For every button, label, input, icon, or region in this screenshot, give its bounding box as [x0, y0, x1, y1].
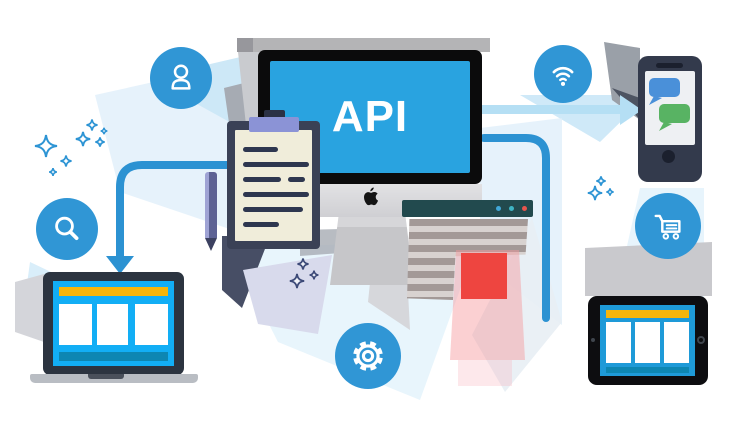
doc-line [288, 177, 305, 182]
gear-node [335, 323, 401, 389]
wifi-icon [552, 66, 574, 86]
monitor-stand [330, 217, 414, 285]
tablet-header-bar [606, 310, 689, 318]
laptop-hinge [88, 374, 124, 379]
tablet-side-dot [591, 338, 595, 342]
user-icon [171, 64, 191, 90]
api-label: API [331, 92, 409, 141]
laptop-header-bar [59, 287, 168, 296]
doc-line [243, 222, 279, 227]
doc-line [243, 147, 278, 152]
chevron-right-icon [620, 95, 642, 125]
laptop-panel [59, 304, 92, 345]
connector-right-line [480, 134, 550, 322]
scanner-dot-teal [509, 206, 514, 211]
clipboard-clip [249, 117, 299, 132]
tablet-panel [664, 322, 689, 363]
monitor-screen: API [270, 61, 470, 173]
scanner-laser-square [461, 253, 507, 299]
apple-logo-icon [363, 187, 378, 206]
laptop-footer-bar [59, 352, 168, 361]
scanner-dot-blue [496, 206, 501, 211]
sparkle-cluster-right [588, 176, 614, 200]
laptop-panel [97, 304, 128, 345]
monitor-shadow-band [237, 38, 490, 52]
connector-left-line [116, 161, 236, 260]
scanner-dot-red [522, 206, 527, 211]
monitor-shadow-band-cap [237, 38, 253, 52]
laptop-panel [135, 304, 168, 345]
shopping-cart-icon [654, 214, 681, 240]
scanner-laser-fade [458, 360, 512, 386]
pen [205, 172, 217, 238]
cart-node [635, 193, 701, 259]
tablet-panel [606, 322, 631, 363]
clipboard-clip-tab [264, 110, 285, 121]
tablet-footer-bar [606, 367, 689, 373]
data-band [482, 105, 622, 114]
sparkle-cluster-center [290, 259, 319, 289]
doc-line [243, 207, 303, 212]
tablet-panel [635, 322, 660, 363]
tablet-camera [697, 336, 705, 344]
doc-line [243, 162, 309, 167]
scanner-bar [402, 200, 533, 217]
user-node [150, 47, 212, 109]
gear-icon [353, 341, 383, 371]
chat-bubbles-icon [649, 78, 690, 131]
arrow-down-icon [106, 256, 134, 274]
phone-home-button [662, 150, 675, 163]
phone-speaker [656, 63, 683, 68]
search-node [36, 198, 98, 260]
pen-tip [205, 238, 217, 251]
search-icon [55, 216, 79, 241]
doc-line [243, 177, 281, 182]
sparkle-cluster-left [35, 120, 107, 176]
doc-line [243, 192, 309, 197]
phone-screen [645, 71, 695, 145]
wifi-node [534, 45, 592, 103]
